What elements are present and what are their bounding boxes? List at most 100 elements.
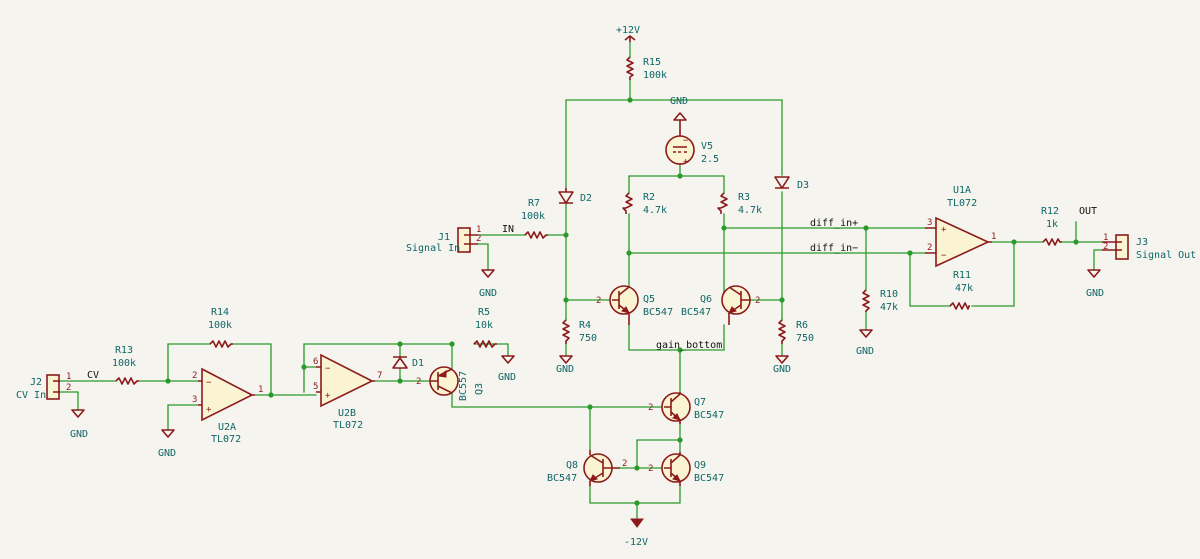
q9-ref: Q9 [694,460,706,471]
transistor-q5[interactable]: 2 Q5 BC547 [596,285,673,325]
opamp-u2a[interactable]: − + 2 3 1 U2A TL072 [192,367,263,445]
resistor-r7[interactable]: R7 100k [521,198,548,239]
u1a-ref: U1A [953,185,971,196]
r11-value: 47k [955,283,973,294]
r14-ref: R14 [211,307,229,318]
gnd-label: GND [1086,288,1104,299]
vpos-label: +12V [616,25,640,36]
gnd-label: GND [479,288,497,299]
u2a-value: TL072 [211,434,241,445]
r3-value: 4.7k [738,205,762,216]
minus-sign: − [941,251,947,261]
minus-sign: − [206,378,212,388]
pin-2: 2 [927,243,932,253]
resistor-r12[interactable]: R12 1k [1041,206,1062,246]
ground-j2: GND [70,409,88,440]
r12-ref: R12 [1041,206,1059,217]
svg-text:−: − [683,136,689,146]
r4-value: 750 [579,333,597,344]
r5-value: 10k [475,320,493,331]
transistor-q8[interactable]: 2 Q8 BC547 [547,450,627,486]
j2-ref: J2 [30,377,42,388]
gnd-label: GND [856,346,874,357]
power-vneg: -12V [624,518,648,548]
q6-ref: Q6 [700,294,712,305]
net-label-diff-in-pos: diff_in+ [810,218,858,229]
opamp-u1a[interactable]: + − 3 2 1 U1A TL072 [925,185,996,268]
resistor-r15[interactable]: R15 100k [626,56,667,81]
gnd-label: GND [556,364,574,375]
j3-ref: J3 [1136,237,1148,248]
q8-value: BC547 [547,473,577,484]
resistor-r3[interactable]: R3 4.7k [717,192,762,216]
pin-7: 7 [377,371,382,381]
r5-ref: R5 [478,307,490,318]
diode-d2[interactable]: D2 [558,188,592,204]
pin-2: 2 [596,296,601,306]
resistor-r4[interactable]: R4 750 [562,319,597,344]
u2b-value: TL072 [333,420,363,431]
resistor-r13[interactable]: R13 100k [112,345,139,385]
q5-value: BC547 [643,307,673,318]
q6-value: BC547 [681,307,711,318]
gnd-label: GND [498,372,516,383]
connector-j1[interactable]: 1 2 J1 Signal In [406,225,481,254]
u2b-ref: U2B [338,408,356,419]
opamp-u2b[interactable]: − + 6 5 7 U2B TL072 [313,353,382,431]
q5-ref: Q5 [643,294,655,305]
q9-value: BC547 [694,473,724,484]
pin-2: 2 [648,403,653,413]
ground-r6: GND [773,355,791,375]
plus-sign: + [941,225,947,235]
r15-value: 100k [643,70,667,81]
transistor-q9[interactable]: 2 Q9 BC547 [648,452,724,486]
diode-d1[interactable]: D1 [392,356,424,369]
pin-1: 1 [991,232,996,242]
ground-u2a: GND [158,429,176,459]
pin-1: 1 [476,225,481,235]
plus-sign: + [206,405,212,415]
ground-j3: GND [1086,269,1104,299]
net-labels: IN OUT CV diff_in+ diff_in− gain_bottom [87,206,1097,381]
pin-2: 2 [416,377,421,387]
pin-1: 1 [1103,233,1108,243]
net-label-gain-bottom: gain_bottom [656,340,722,351]
j1-ref: J1 [438,232,450,243]
r7-value: 100k [521,211,545,222]
ground-v5: GND [670,96,688,135]
minus-sign: − [325,364,331,374]
v5-ref: V5 [701,141,713,152]
ground-r4: GND [556,355,574,375]
pin-2: 2 [66,383,71,393]
r4-ref: R4 [579,320,591,331]
voltage-source-v5[interactable]: − + V5 2.5 [665,135,719,167]
connector-j2[interactable]: 1 2 J2 CV In [16,372,71,401]
resistor-r10[interactable]: R10 47k [862,289,898,313]
resistor-r2[interactable]: R2 4.7k [622,192,667,216]
transistor-q6[interactable]: 2 Q6 BC547 [681,285,760,325]
r10-value: 47k [880,302,898,313]
resistor-r6[interactable]: R6 750 [778,319,814,344]
power-vpos: +12V [616,25,640,42]
diode-d3[interactable]: D3 [774,176,809,191]
r10-ref: R10 [880,289,898,300]
r14-value: 100k [208,320,232,331]
resistor-r5[interactable]: R5 10k [473,307,497,348]
r3-ref: R3 [738,192,750,203]
pin-2: 2 [755,296,760,306]
pin-3: 3 [927,218,932,228]
pin-2: 2 [192,371,197,381]
j1-value: Signal In [406,243,460,254]
pin-5: 5 [313,382,318,392]
wires [59,41,1103,519]
r6-ref: R6 [796,320,808,331]
transistor-q7[interactable]: 2 Q7 BC547 [648,392,724,424]
q8-ref: Q8 [566,460,578,471]
resistor-r11[interactable]: R11 47k [949,270,973,310]
net-label-out: OUT [1079,206,1097,217]
r11-ref: R11 [953,270,971,281]
resistor-r14[interactable]: R14 100k [208,307,233,348]
connector-j3[interactable]: 1 2 J3 Signal Out [1102,233,1196,261]
transistor-q3[interactable]: 2 BC557 Q3 [416,366,485,401]
